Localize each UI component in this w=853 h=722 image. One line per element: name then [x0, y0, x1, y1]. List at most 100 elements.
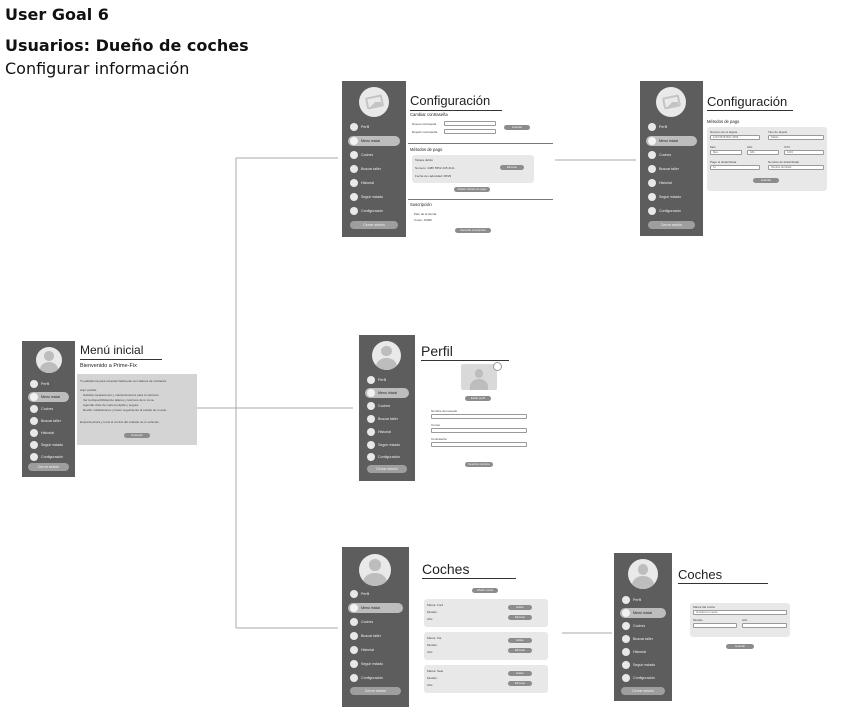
menu-dot-icon	[350, 137, 358, 145]
sidebar-item-perfil[interactable]: Perfil	[646, 122, 697, 132]
page-title: Configuración	[707, 94, 788, 109]
sidebar-item-coches[interactable]: Coches	[365, 401, 409, 411]
sidebar-item-perfil[interactable]: Perfil	[365, 375, 409, 385]
menu-dot-icon	[30, 429, 38, 437]
card-number-input[interactable]: 1234 5678 9012 3456	[710, 135, 760, 140]
sidebar-item-configuracion[interactable]: Configuración	[646, 206, 697, 216]
sidebar-item-perfil[interactable]: Perfil	[348, 589, 403, 599]
sidebar-item-buscar-taller[interactable]: Buscar taller	[348, 631, 403, 641]
menu-dot-icon	[648, 151, 656, 159]
page-title: Perfil	[421, 343, 453, 359]
holder-select[interactable]: Sí	[710, 165, 760, 170]
year-select[interactable]: Año	[747, 150, 779, 155]
menu-dot-icon	[30, 393, 38, 401]
add-payment-button[interactable]: Añadir método de pago	[454, 187, 490, 192]
edit-photo-icon[interactable]	[493, 362, 502, 371]
menu-dot-icon	[367, 453, 375, 461]
sidebar-item-seguir-estado[interactable]: Seguir estado	[646, 192, 697, 202]
sidebar-item-historial[interactable]: Historial	[620, 647, 666, 657]
logout-button[interactable]: Cerrar sesión	[621, 687, 665, 695]
sidebar-item-perfil[interactable]: Perfil	[28, 379, 69, 389]
sidebar-item-seguir-estado[interactable]: Seguir estado	[620, 660, 666, 670]
logout-button[interactable]: Cerrar sesión	[648, 221, 695, 229]
sidebar-item-buscar-taller[interactable]: Buscar taller	[646, 164, 697, 174]
sidebar-item-perfil[interactable]: Perfil	[620, 595, 666, 605]
sidebar-item-historial[interactable]: Historial	[365, 427, 409, 437]
sidebar-item-buscar-taller[interactable]: Buscar taller	[348, 164, 400, 174]
password-input[interactable]	[431, 442, 527, 447]
sidebar-item-coches[interactable]: Coches	[348, 617, 403, 627]
delete-car-button[interactable]: Eliminar	[508, 615, 532, 620]
sidebar-item-menu-inicial[interactable]: Menu inicial	[365, 388, 409, 398]
start-button[interactable]: Empezar	[124, 433, 150, 438]
logout-button[interactable]: Cerrar sesión	[350, 687, 401, 695]
menu-dot-icon	[648, 193, 656, 201]
username-input[interactable]	[431, 414, 527, 419]
sidebar-item-configuracion[interactable]: Configuración	[365, 452, 409, 462]
frame-perfil: Perfil Menu inicial Coches Buscar taller…	[359, 335, 539, 481]
delete-car-button[interactable]: Eliminar	[508, 648, 532, 653]
edit-profile-button[interactable]: Editar perfil	[465, 396, 491, 401]
sidebar-item-menu-inicial[interactable]: Menu inicial	[646, 136, 697, 146]
menu-dot-icon	[350, 590, 358, 598]
sidebar-item-coches[interactable]: Coches	[620, 621, 666, 631]
car-card: Marca: Seat Modelo: Año: Editar Eliminar	[424, 665, 548, 693]
logout-button[interactable]: Cerrar sesión	[367, 465, 407, 473]
menu-dot-icon	[648, 207, 656, 215]
sidebar-item-buscar-taller[interactable]: Buscar taller	[365, 414, 409, 424]
sidebar-item-historial[interactable]: Historial	[28, 428, 69, 438]
sidebar-item-menu-inicial[interactable]: Menú inicial	[620, 608, 666, 618]
sidebar-item-menu-inicial[interactable]: Menu inicial	[348, 136, 400, 146]
card-type-select[interactable]: Débito	[768, 135, 824, 140]
logout-button[interactable]: Cerrar sesión	[350, 221, 398, 229]
save-profile-button[interactable]: Guardar cambios	[465, 462, 493, 467]
sidebar-item-menu-inicial[interactable]: Menu inicial	[28, 392, 69, 402]
welcome-box: Tu plataforma para conectar fácilmente c…	[77, 374, 197, 445]
sidebar-item-historial[interactable]: Historial	[348, 645, 403, 655]
holder-name-input[interactable]: Nombre del titular	[768, 165, 824, 170]
month-select[interactable]: Mes	[710, 150, 742, 155]
sidebar-item-menu-inicial[interactable]: Menu inicial	[348, 603, 403, 613]
sidebar-item-perfil[interactable]: Perfil	[348, 122, 400, 132]
delete-car-button[interactable]: Eliminar	[508, 681, 532, 686]
sidebar-item-seguir-estado[interactable]: Seguir estado	[365, 440, 409, 450]
menu-dot-icon	[622, 648, 630, 656]
delete-card-button[interactable]: Eliminar	[500, 165, 524, 170]
car-model-input[interactable]	[693, 623, 737, 628]
save-payment-button[interactable]: Guardar	[753, 178, 779, 183]
sidebar: Perfil Menu inicial Coches Buscar taller…	[22, 341, 75, 477]
menu-dot-icon	[648, 165, 656, 173]
repeat-password-input[interactable]	[444, 129, 496, 134]
sidebar-item-coches[interactable]: Coches	[646, 150, 697, 160]
sidebar-item-seguir-estado[interactable]: Seguir estado	[28, 440, 69, 450]
sidebar-item-coches[interactable]: Coches	[28, 404, 69, 414]
sidebar-item-configuracion[interactable]: Configuración	[348, 673, 403, 683]
new-password-input[interactable]	[444, 121, 496, 126]
sidebar-item-buscar-taller[interactable]: Buscar taller	[620, 634, 666, 644]
logout-button[interactable]: Cerrar sesión	[28, 463, 69, 471]
edit-car-button[interactable]: Editar	[508, 638, 532, 643]
sidebar-item-seguir-estado[interactable]: Seguir estado	[348, 659, 403, 669]
cancel-subscription-button[interactable]: Cancelar suscripción	[455, 228, 491, 233]
sidebar-item-configuracion[interactable]: Configuración	[620, 673, 666, 683]
avatar	[372, 341, 401, 370]
sidebar-item-historial[interactable]: Historial	[646, 178, 697, 188]
email-input[interactable]	[431, 428, 527, 433]
sidebar-item-coches[interactable]: Coches	[348, 150, 400, 160]
car-year-input[interactable]	[742, 623, 787, 628]
add-car-button[interactable]: Añadir coche	[472, 588, 498, 593]
cvv-input[interactable]: 1234	[784, 150, 824, 155]
sidebar-item-historial[interactable]: Historial	[348, 178, 400, 188]
sidebar-item-configuracion[interactable]: Configuración	[28, 452, 69, 462]
menu-dot-icon	[30, 417, 38, 425]
save-car-button[interactable]: Guardar	[726, 644, 754, 649]
menu-dot-icon	[350, 165, 358, 173]
sidebar-item-seguir-estado[interactable]: Seguir estado	[348, 192, 400, 202]
edit-car-button[interactable]: Editar	[508, 605, 532, 610]
car-brand-input[interactable]: Introduce la marca	[693, 610, 787, 615]
sidebar-item-configuracion[interactable]: Configuración	[348, 206, 400, 216]
menu-dot-icon	[350, 207, 358, 215]
edit-car-button[interactable]: Editar	[508, 671, 532, 676]
save-password-button[interactable]: Guardar	[504, 125, 530, 130]
sidebar-item-buscar-taller[interactable]: Buscar taller	[28, 416, 69, 426]
